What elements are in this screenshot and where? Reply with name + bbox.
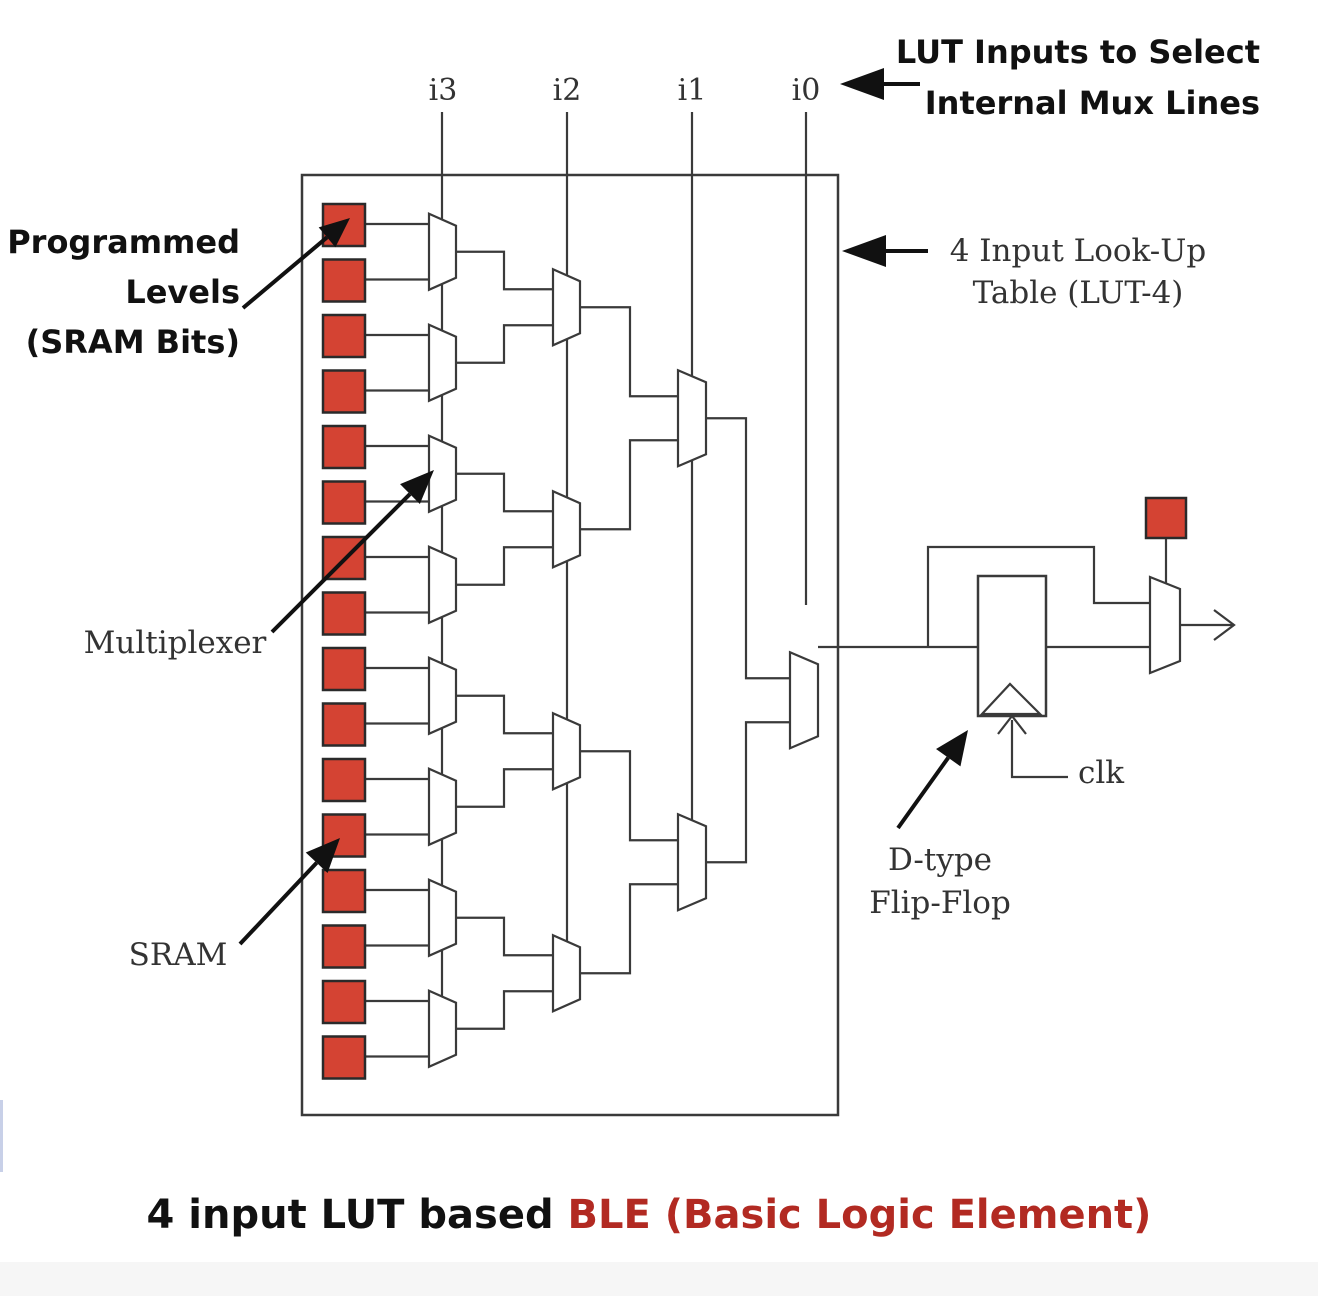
multiplexer-arrow [270,470,434,634]
input-label-i1: i1 [678,73,707,108]
multiplexer-l3-1 [676,812,708,912]
mux-wire [456,916,553,957]
programmed-levels-label-line1: Programmed [7,223,240,261]
mux-layer [427,212,1182,1069]
mux-wire [456,250,553,291]
sram-bit-7 [321,591,367,636]
output-select-sram-bit [1144,496,1188,540]
caption-highlight: BLE (Basic Logic Element) [567,1192,1152,1238]
input-label-i3: i3 [429,73,458,108]
multiplexer-l2-3 [551,933,582,1013]
sram-bit-2 [321,313,367,359]
lut4-box [300,173,840,1117]
multiplexer-l3-0 [676,368,708,468]
mux-wire [580,750,678,842]
wires-layer [365,112,1236,1058]
sram-bit-8 [321,646,367,692]
output-arrow-icon [1213,609,1236,641]
mux-wire [456,768,553,808]
mux-wire [580,439,678,531]
multiplexer-l1-3 [427,545,458,625]
lut4-label-line2: Table (LUT-4) [973,275,1184,311]
sram-bit-1 [321,258,367,303]
arrow-shaft [270,492,412,634]
d-flip-flop [976,574,1048,718]
arrow-shaft [241,235,329,310]
dff-arrow [896,730,968,830]
programmed-levels-arrow [241,218,350,310]
arrow-shaft [238,861,319,946]
sram-bit-9 [321,702,367,747]
sram-label: SRAM [129,937,228,973]
arrow-head [400,470,434,504]
mux-wire [706,417,790,680]
sram-bit-4 [321,424,367,470]
arrow-head [936,730,968,767]
multiplexer-l2-0 [551,267,582,347]
mux-wire [456,324,553,364]
sram-bit-12 [321,868,367,914]
sram-bit-5 [321,480,367,525]
sram-bit-15 [321,1035,367,1080]
mux-wire [456,546,553,586]
arrow-head [318,218,350,248]
dff-label-line1: D-type [888,842,992,878]
multiplexer-l2-2 [551,711,582,791]
clk-wire [1010,720,1068,779]
multiplexer-l1-7 [427,989,458,1069]
clock-triangle-icon [979,682,1043,716]
mux-wire [456,990,553,1030]
lut4-label-line1: 4 Input Look-Up [950,233,1207,269]
sram-bit-13 [321,924,367,969]
diagram-caption: 4 input LUT based BLE (Basic Logic Eleme… [0,1192,1298,1238]
lut-inputs-arrow [840,68,920,100]
sram-arrow [238,838,340,946]
mux-wire [706,721,790,864]
mux-wire [580,883,678,975]
lut-inputs-label-line2: Internal Mux Lines [925,84,1260,122]
sram-layer [321,202,367,1080]
multiplexer-l4 [788,650,820,750]
mux-wire [456,694,553,735]
lut4-arrow [842,235,928,267]
arrow-head [842,235,886,267]
ble-output-stage [976,496,1188,718]
arrow-head [305,838,340,874]
sram-bit-3 [321,369,367,414]
arrow-shaft [896,756,950,830]
annotation-arrows [238,68,968,946]
clk-label: clk [1078,755,1124,791]
multiplexer-l1-4 [427,656,458,736]
multiplexer-l1-1 [427,323,458,403]
multiplexer-l1-0 [427,212,458,292]
lut-inputs-label-line1: LUT Inputs to Select [896,33,1260,71]
programmed-levels-label-line3: (SRAM Bits) [26,323,240,361]
sram-bit-14 [321,979,367,1025]
multiplexer-l1-5 [427,767,458,847]
slide-bottom-band [0,1262,1318,1296]
programmed-levels-label-line2: Levels [125,273,240,311]
arrow-head [840,68,884,100]
dff-label-line2: Flip-Flop [869,885,1011,921]
bypass-wire [926,545,1150,647]
mux-wire [456,472,553,513]
multiplexer-l1-6 [427,878,458,958]
output-multiplexer [1148,575,1182,675]
multiplexer-label: Multiplexer [84,625,267,661]
multiplexer-l2-1 [551,489,582,569]
input-label-i2: i2 [553,73,582,108]
mux-wire [580,306,678,398]
slide-edge-bar [0,1100,3,1172]
input-label-i0: i0 [792,73,821,108]
sram-bit-10 [321,757,367,803]
caption-prefix: 4 input LUT based [146,1192,568,1238]
multiplexer-l1-2 [427,434,458,514]
